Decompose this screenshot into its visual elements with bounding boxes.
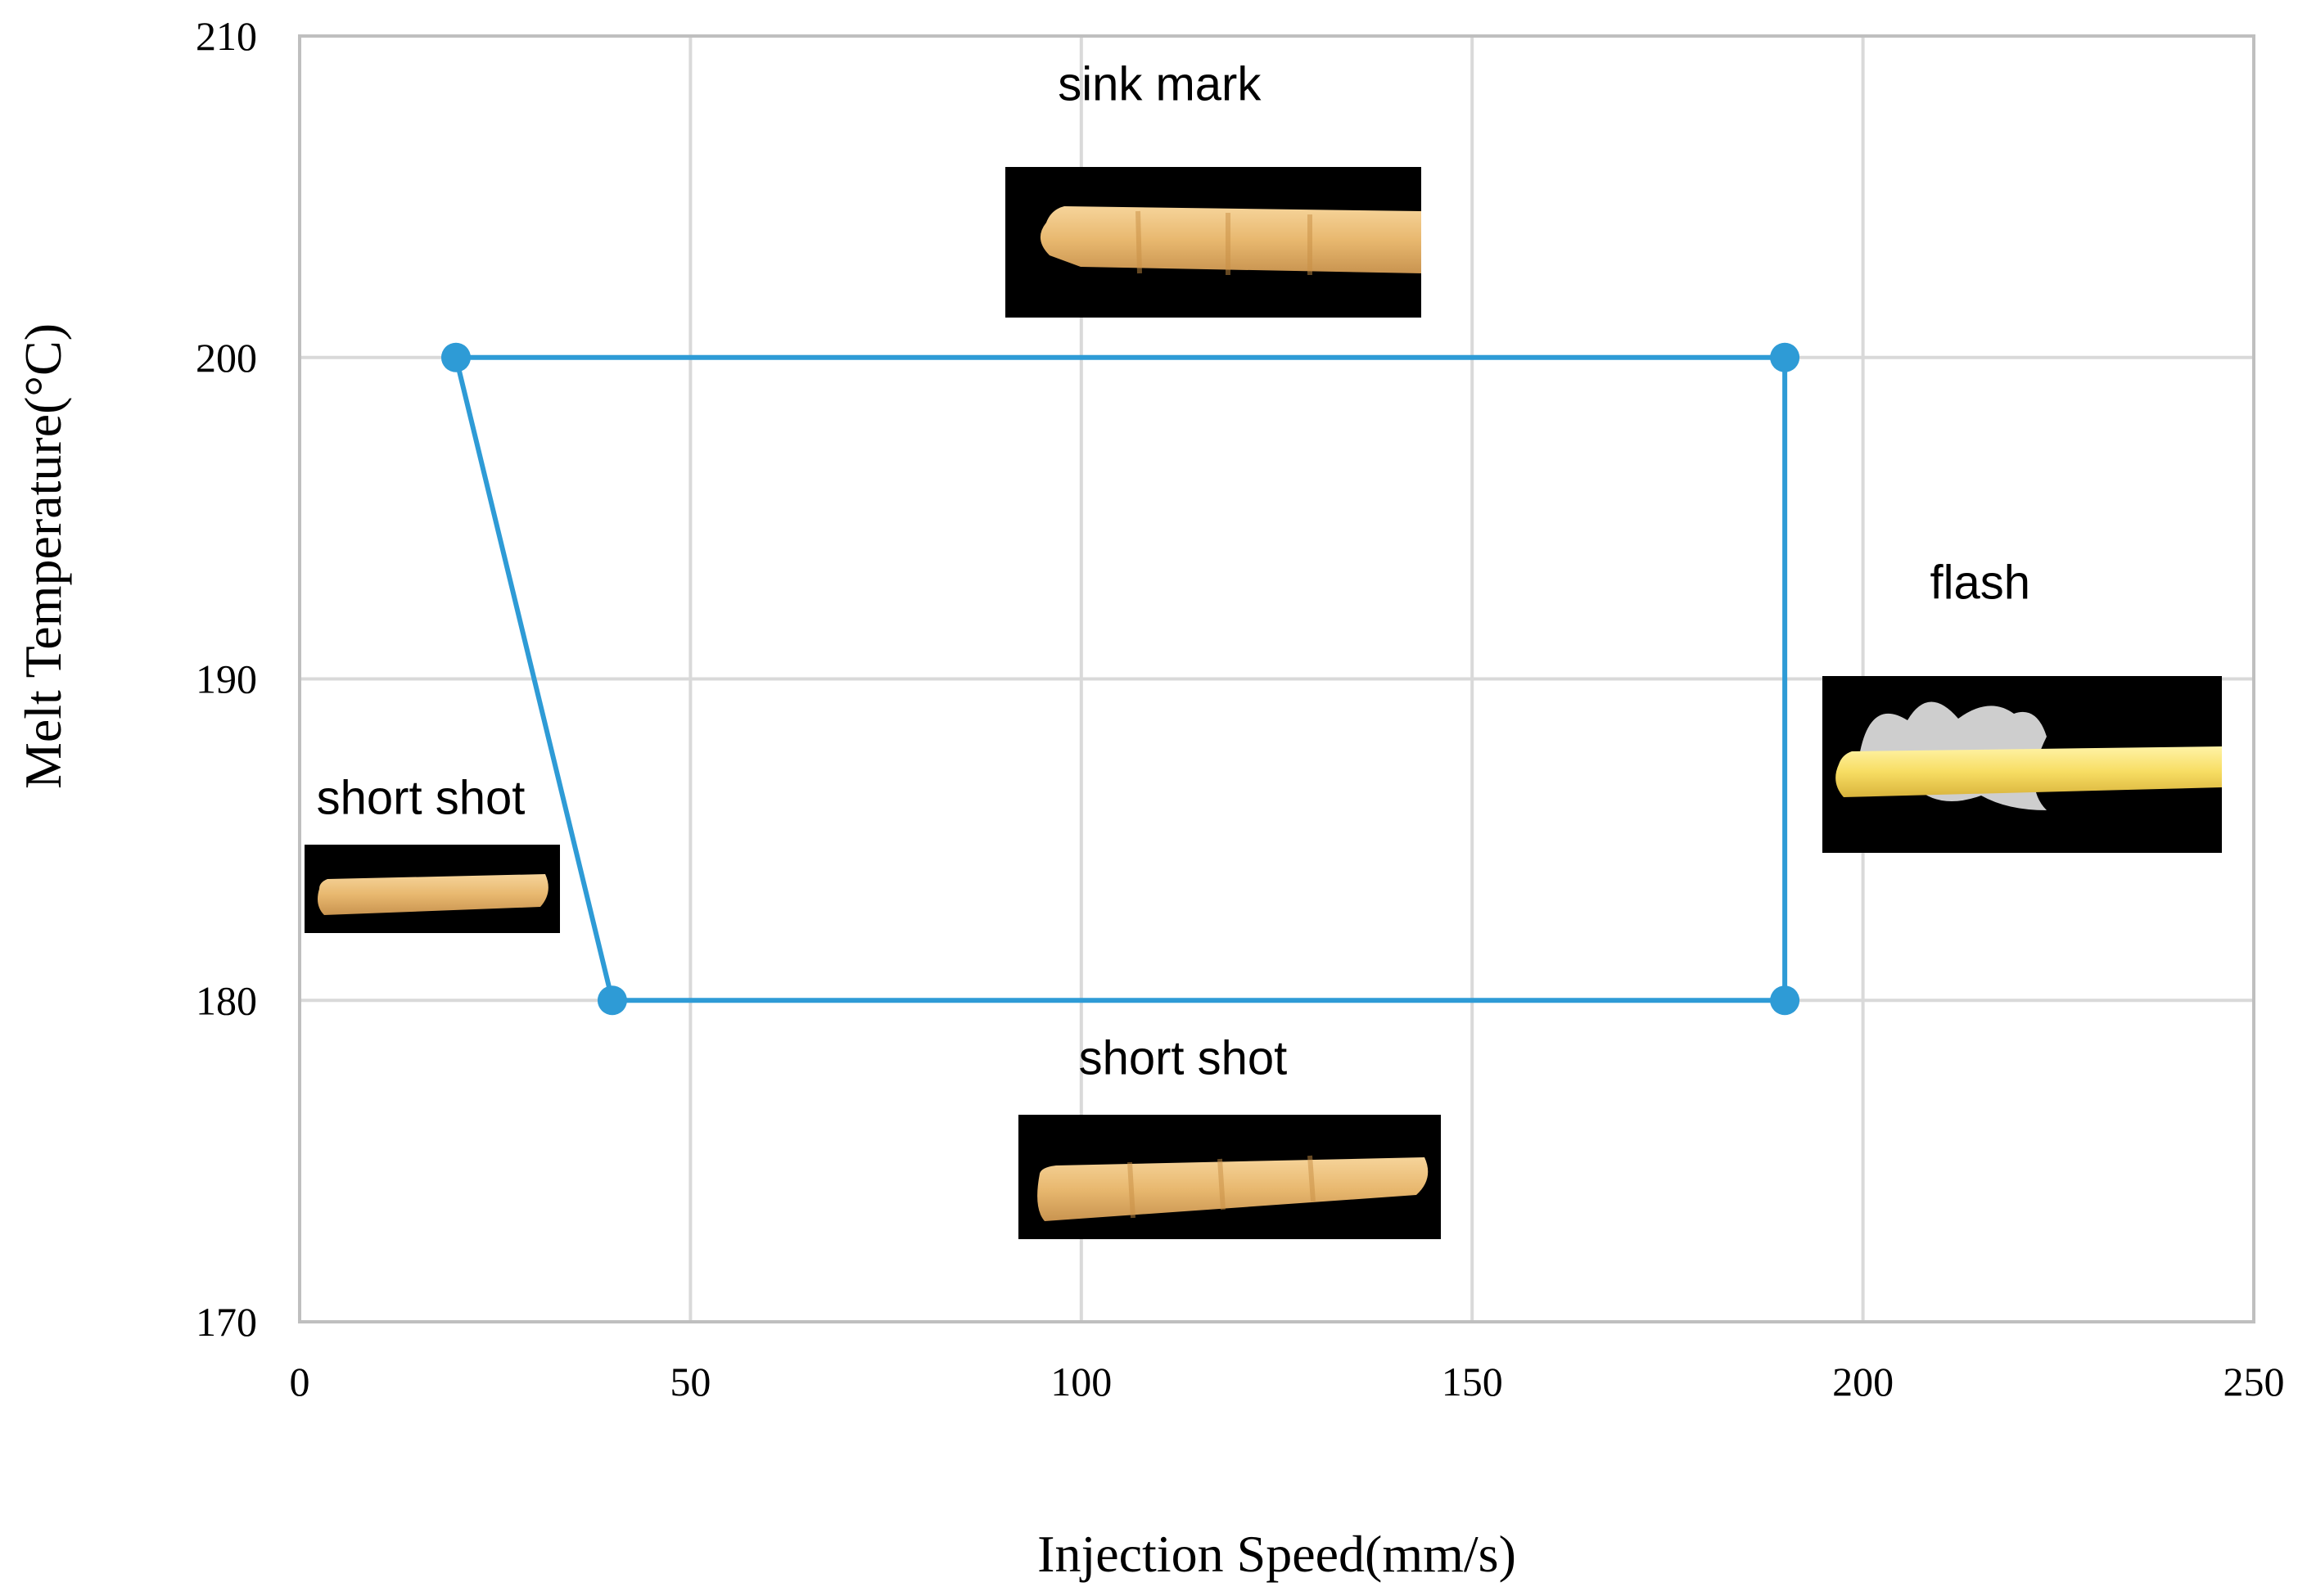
y-tick-label: 210 <box>196 13 257 59</box>
x-tick-label: 0 <box>290 1359 310 1404</box>
sink-mark-photo <box>1005 167 1421 318</box>
data-points <box>440 342 1800 1016</box>
y-tick-label: 200 <box>196 335 257 381</box>
data-point <box>440 342 471 372</box>
y-tick-label: 180 <box>196 977 257 1023</box>
short-shot-bottom-photo <box>1018 1115 1441 1239</box>
part-photos <box>305 167 2222 1239</box>
x-tick-label: 150 <box>1442 1359 1503 1404</box>
x-axis-title: Injection Speed(mm/s) <box>1037 1525 1516 1583</box>
annotation-short-shot-left: short shot <box>317 771 526 824</box>
tick-labels: 0 50 100 150 200 250 170 180 190 200 210 <box>196 13 2285 1404</box>
annotation-sink-mark: sink mark <box>1058 58 1262 111</box>
x-tick-label: 200 <box>1832 1359 1894 1404</box>
x-tick-label: 250 <box>2223 1359 2285 1404</box>
annotations: sink mark flash short shot short shot <box>317 58 2030 1085</box>
x-tick-label: 50 <box>670 1359 711 1404</box>
short-shot-left-photo <box>305 845 560 933</box>
data-point <box>1770 985 1800 1016</box>
plot-area-border <box>298 34 2255 1323</box>
x-tick-label: 100 <box>1050 1359 1112 1404</box>
y-tick-label: 170 <box>196 1299 257 1345</box>
y-axis-title: Melt Temperature(°C) <box>14 323 72 789</box>
data-point <box>597 985 627 1016</box>
annotation-flash: flash <box>1930 556 2031 609</box>
data-point <box>1770 342 1800 372</box>
annotation-short-shot-bottom: short shot <box>1079 1032 1288 1085</box>
y-tick-label: 190 <box>196 656 257 702</box>
flash-photo <box>1822 676 2222 853</box>
